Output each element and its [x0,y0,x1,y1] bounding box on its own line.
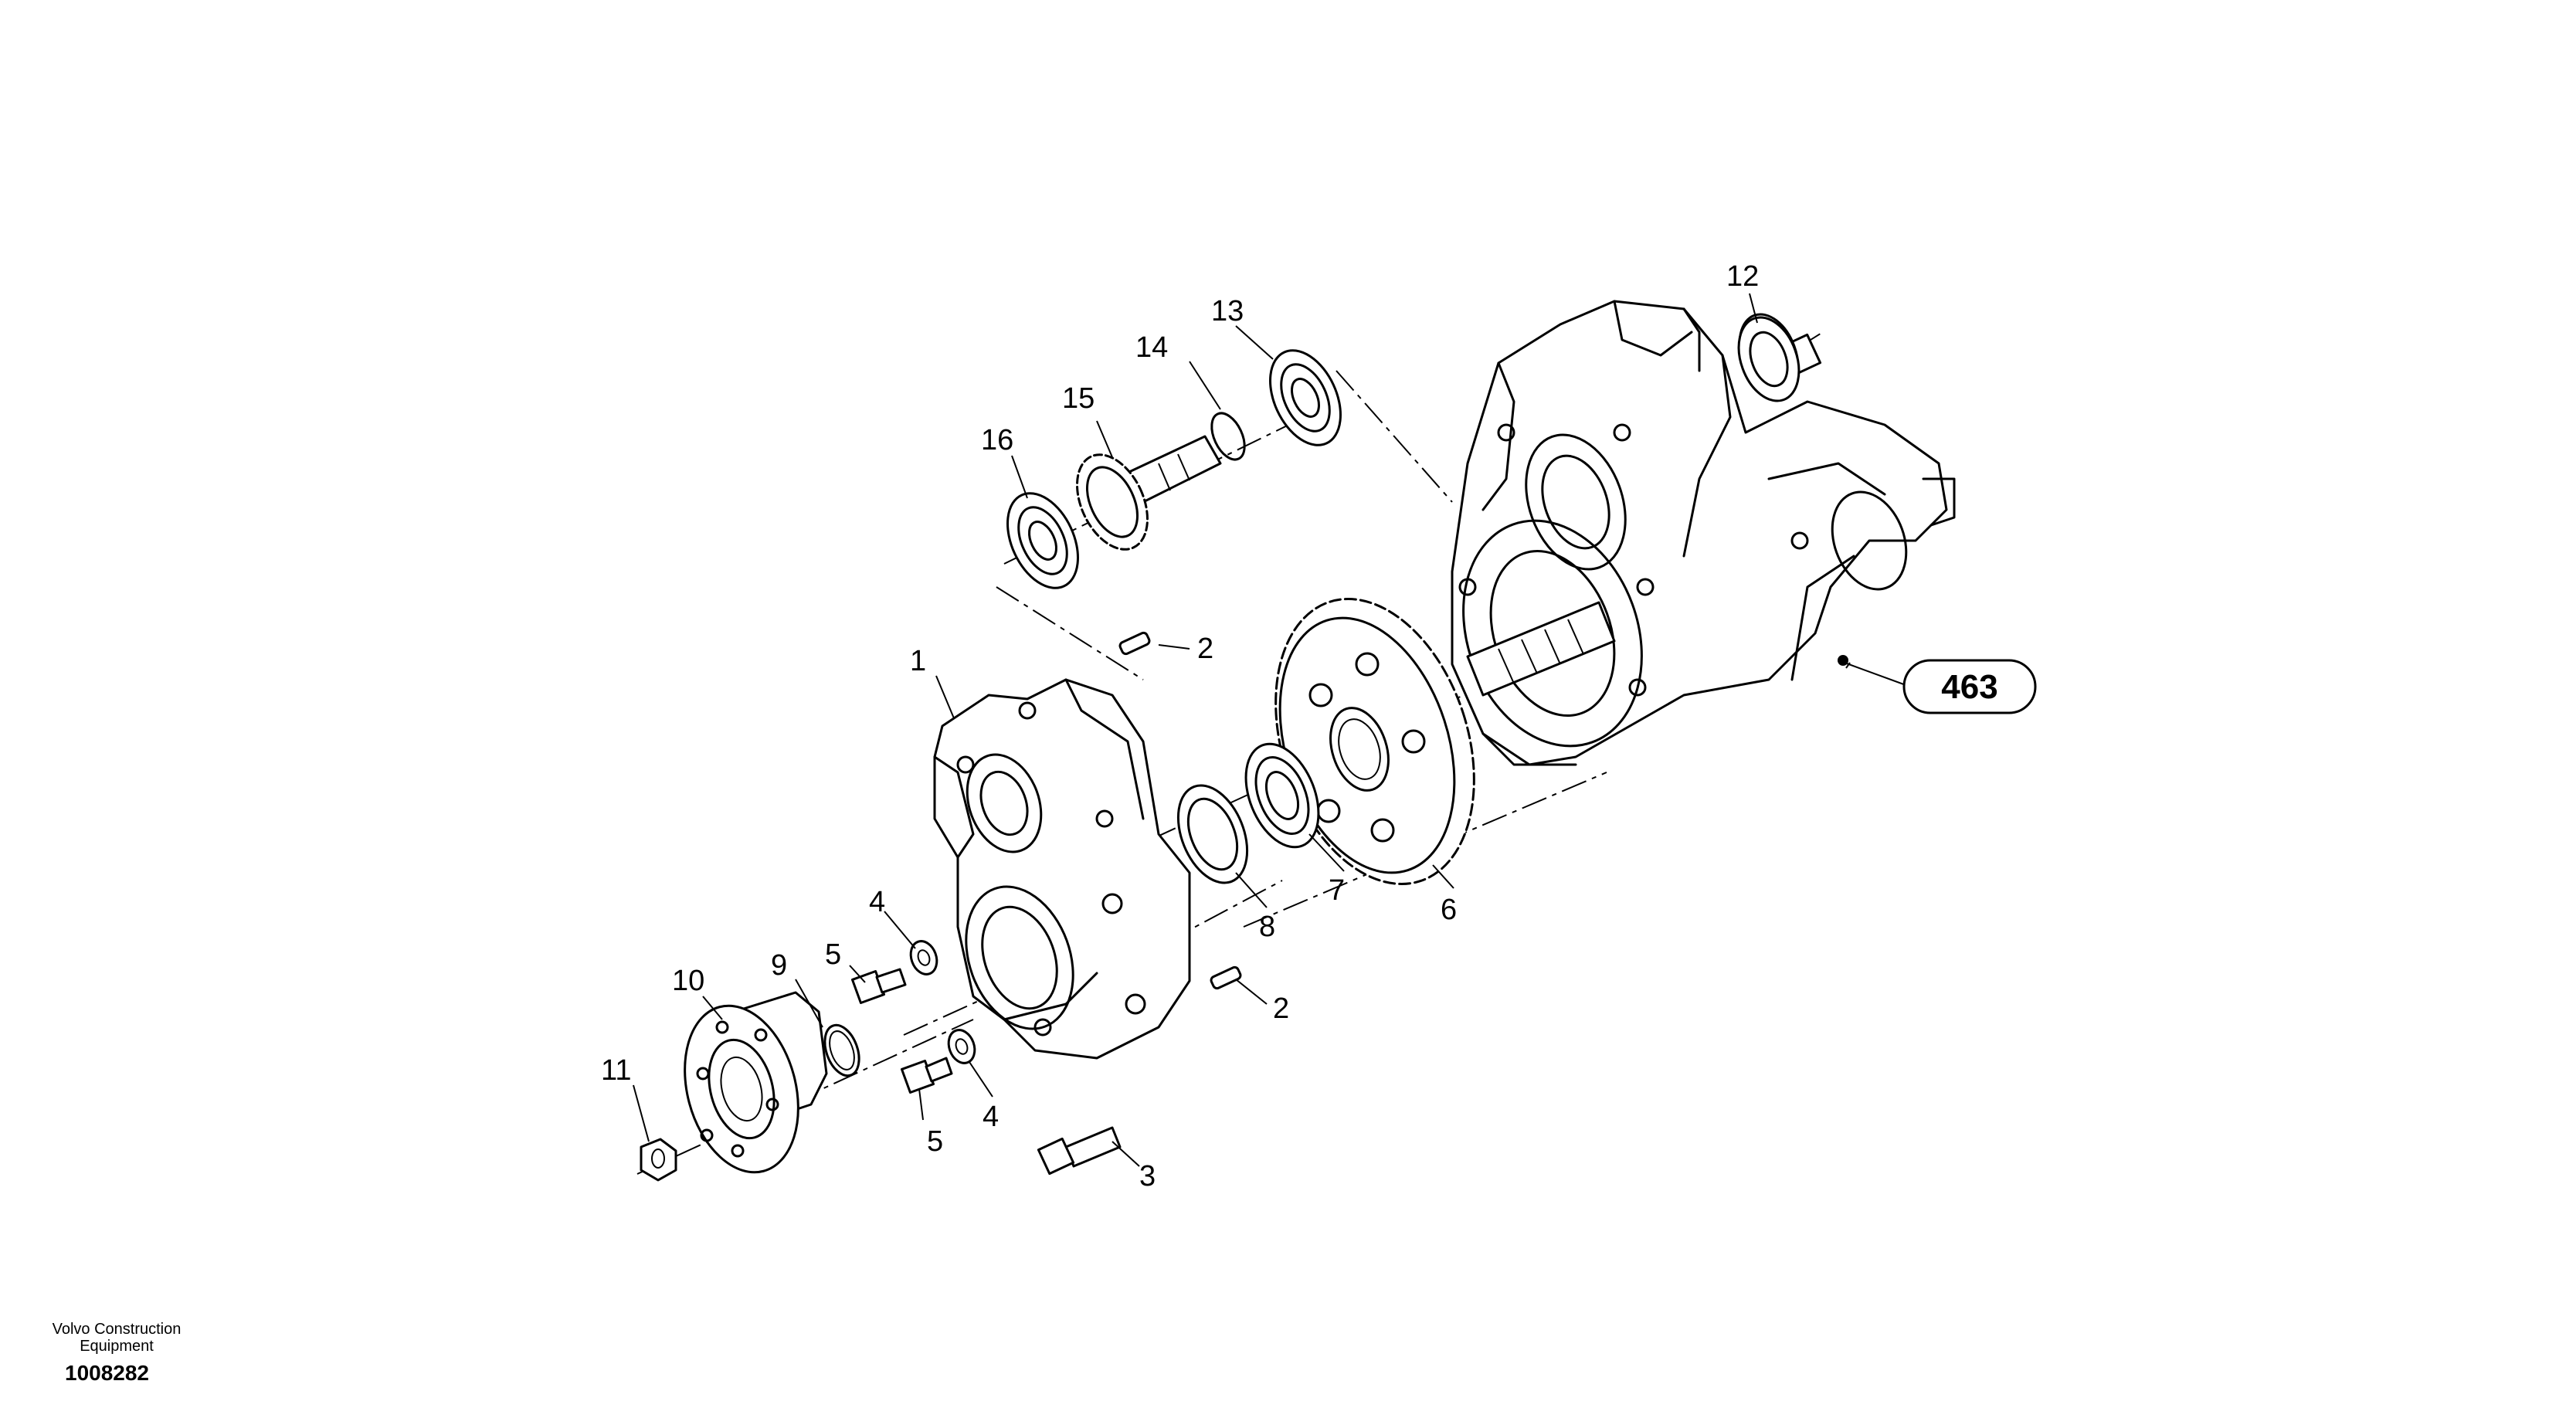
nut-part-11 [640,1138,677,1182]
callout-1: 1 [910,645,926,677]
gear-case-part-1 [933,678,1191,1060]
callout-labels: 1 2 2 3 4 4 5 5 6 7 8 9 10 11 12 13 14 1… [601,260,1759,1193]
flange-part-10 [684,991,828,1174]
callout-4-upper: 4 [869,886,885,918]
callout-4-lower: 4 [983,1101,999,1133]
callout-11: 11 [601,1054,631,1087]
reference-bubble-463[interactable]: 463 [1902,659,2037,714]
bolt-part-5-upper [850,968,907,1005]
callout-5-lower: 5 [927,1125,943,1158]
callout-10: 10 [672,965,704,997]
axle-housing [1451,300,1956,766]
company-name-line2: Equipment [80,1338,154,1355]
callout-14: 14 [1135,331,1168,364]
snap-ring-part-14 [1210,412,1246,461]
pinion-shaft-part-15 [1076,435,1222,551]
callout-2-upper: 2 [1197,633,1213,665]
dowel-pin-part-2-lower [1210,965,1242,990]
washer-part-4-upper [909,940,938,975]
leader-lines [633,293,1909,1167]
bolt-part-3 [1037,1126,1122,1176]
callout-5-upper: 5 [825,938,841,971]
seal-part-8 [1176,784,1249,884]
callout-9: 9 [771,949,787,982]
callout-7: 7 [1329,874,1345,907]
company-name: Volvo Construction Equipment [28,1321,205,1355]
callout-15: 15 [1062,382,1095,415]
callout-16: 16 [981,424,1013,456]
callout-2-lower: 2 [1273,992,1289,1025]
bolt-part-5-lower [900,1057,953,1094]
callout-12: 12 [1726,260,1759,293]
drawing-number: 1008282 [65,1361,150,1385]
bearing-part-7 [1244,742,1320,849]
company-name-line1: Volvo Construction [52,1321,182,1338]
dowel-pin-part-2-upper [1118,631,1151,656]
seal-part-12 [1737,316,1800,402]
callout-13: 13 [1211,295,1244,327]
callout-6: 6 [1441,894,1457,926]
reference-label: 463 [1941,668,1997,706]
callout-8: 8 [1259,911,1275,943]
washer-part-4-lower [947,1029,976,1064]
snap-ring-part-9 [823,1023,860,1077]
bearing-part-13 [1269,349,1342,446]
bearing-part-16 [1006,492,1079,589]
callout-3: 3 [1139,1160,1156,1193]
